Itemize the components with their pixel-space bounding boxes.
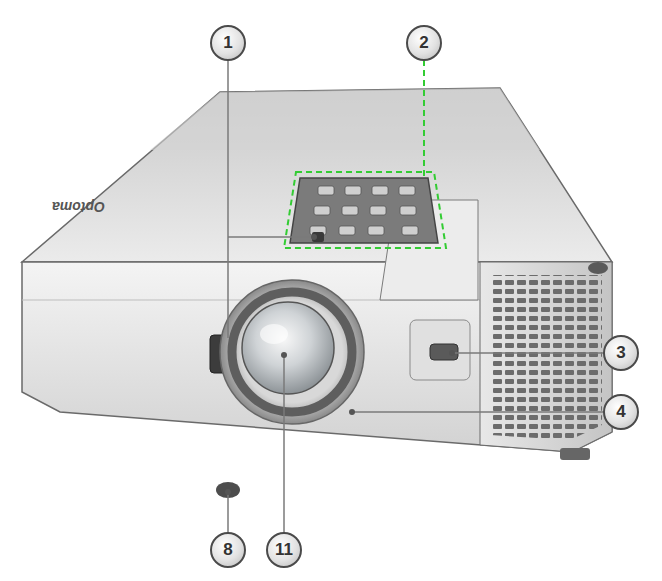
- callout-number: 4: [603, 394, 639, 430]
- lens-glass: [242, 302, 334, 394]
- leader-dots: [225, 234, 455, 495]
- zoom-lever: [430, 344, 458, 360]
- vent-grille: [490, 275, 602, 440]
- callout-number: 11: [266, 532, 302, 568]
- focus-ring: [232, 292, 352, 412]
- top-face: [22, 88, 612, 262]
- lever-slot: [410, 320, 470, 380]
- front-foot: [560, 448, 590, 460]
- vent-panel: [480, 262, 612, 452]
- front-face: [22, 262, 612, 452]
- keypad-buttons: [310, 186, 418, 235]
- lens-ring: [220, 280, 364, 424]
- callout-number: 2: [406, 25, 442, 61]
- callout-number: 8: [210, 532, 246, 568]
- keypad-leader: [423, 60, 425, 176]
- top-shade: [150, 88, 540, 150]
- lens-highlight: [260, 324, 288, 344]
- brand-logo: Optoma: [52, 199, 105, 215]
- ir-receiver-top: [312, 232, 324, 242]
- rear-foot: [588, 262, 608, 274]
- callout-number: 3: [603, 335, 639, 371]
- leader-lines: [228, 60, 604, 533]
- keypad-panel: [290, 178, 438, 243]
- callout-number: 1: [210, 25, 246, 61]
